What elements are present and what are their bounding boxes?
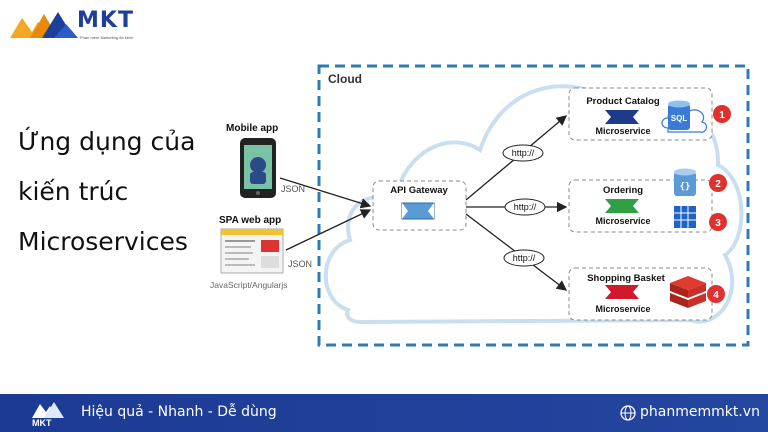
badge-3 <box>709 213 727 231</box>
shopping-basket-service-icon <box>605 285 639 299</box>
http-label-2: http:// <box>514 202 537 212</box>
architecture-diagram: Cloud Mobile app JSON SPA web app JavaSc… <box>210 64 750 347</box>
ordering-subtitle: Microservice <box>595 216 650 226</box>
brand-logo <box>8 6 158 46</box>
product-catalog-subtitle: Microservice <box>595 126 650 136</box>
cloud-boundary <box>317 64 750 347</box>
http-label-3-box: http:// <box>503 249 545 267</box>
badge-2-text: 2 <box>715 179 721 190</box>
footer-tagline: Hiệu quả - Nhanh - Dễ dùng <box>81 404 277 420</box>
http-label-1-box: http:// <box>502 144 544 162</box>
cloud-label: Cloud <box>328 72 362 86</box>
heading-line-3: Microservices <box>18 227 188 256</box>
spa-tech-label: JavaScript/Angularjs <box>210 280 287 290</box>
brand-logo-mark-icon <box>10 12 78 38</box>
badge-3-text: 3 <box>715 218 721 229</box>
shopping-basket-subtitle: Microservice <box>595 304 650 314</box>
sql-text: SQL <box>671 114 688 123</box>
footer-bar: MKT Hiệu quả - Nhanh - Dễ dùng phanmemmk… <box>0 394 768 432</box>
mobile-to-gateway-arrow <box>279 177 372 209</box>
mobile-app-label: Mobile app <box>226 123 278 134</box>
web-browser-icon <box>220 228 284 274</box>
svg-text:{}: {} <box>680 182 691 192</box>
product-catalog-title: Product Catalog <box>586 96 660 107</box>
http-label-2-box: http:// <box>504 198 546 216</box>
sql-cloud-icon: SQL <box>661 100 708 133</box>
spa-app-label: SPA web app <box>219 215 281 226</box>
gateway-icon <box>401 202 435 220</box>
footer-website-link[interactable]: phanmemmkt.vn <box>640 404 760 420</box>
badge-4 <box>707 285 725 303</box>
brand-tagline: Phần mềm Marketing đa kênh <box>80 35 134 40</box>
json-database-icon: {} <box>674 168 696 196</box>
brand-name: MKT <box>77 8 134 33</box>
footer-logo-icon <box>32 402 64 418</box>
ordering-title: Ordering <box>603 185 643 196</box>
ordering-service-icon <box>605 199 639 213</box>
badge-4-text: 4 <box>713 290 719 301</box>
badge-1-text: 1 <box>719 110 725 121</box>
http-label-1: http:// <box>512 148 535 158</box>
globe-icon <box>620 405 636 421</box>
heading-line-2: kiến trúc <box>18 177 129 206</box>
json-label-1: JSON <box>281 184 305 194</box>
badge-2 <box>709 174 727 192</box>
table-storage-icon <box>674 206 696 228</box>
redis-icon <box>670 276 706 308</box>
http-label-3: http:// <box>513 253 536 263</box>
shopping-basket-title: Shopping Basket <box>587 273 665 284</box>
footer-brand: MKT <box>32 418 52 428</box>
product-catalog-service-icon <box>605 110 639 124</box>
json-label-2: JSON <box>288 259 312 269</box>
mobile-phone-icon <box>240 138 276 198</box>
heading-line-1: Ứng dụng của <box>18 127 196 156</box>
badge-1 <box>713 105 731 123</box>
api-gateway-label: API Gateway <box>390 185 448 196</box>
spa-to-gateway-arrow <box>285 209 372 251</box>
